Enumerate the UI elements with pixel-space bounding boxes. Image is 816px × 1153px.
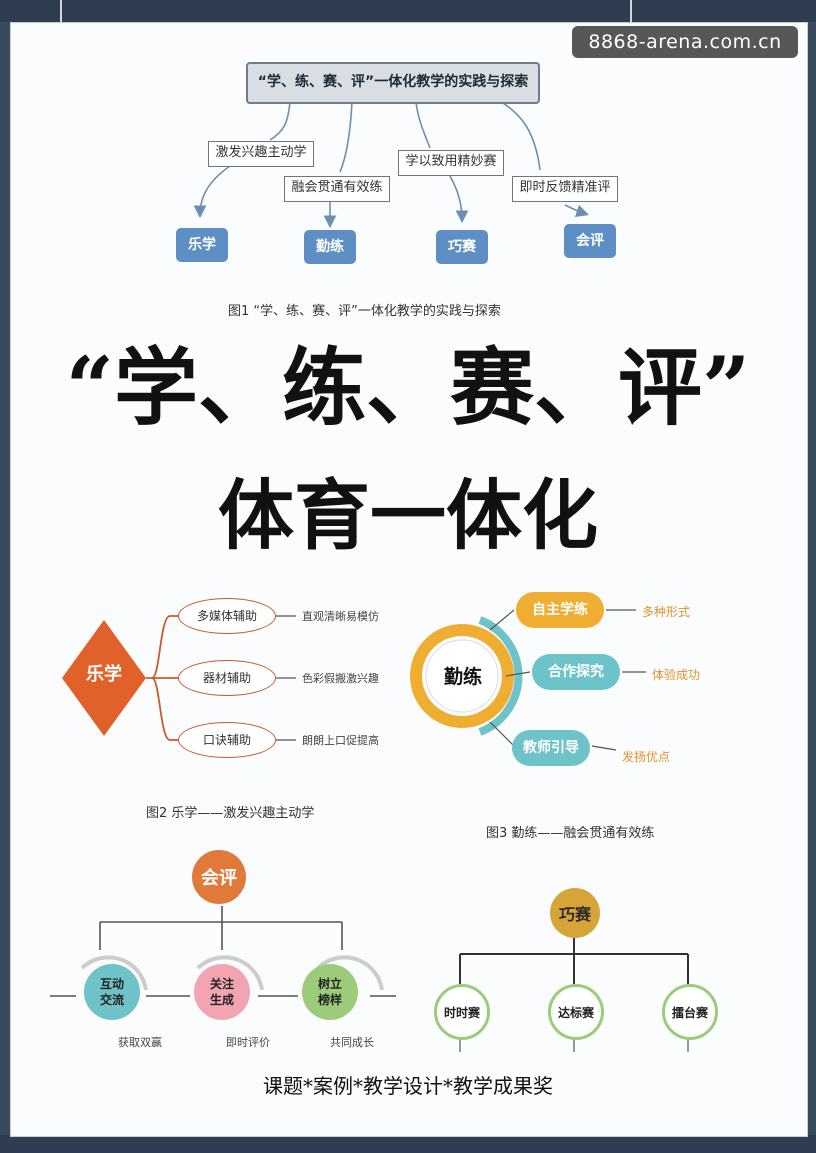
fig2-shapes xyxy=(62,615,296,741)
fig5-shapes xyxy=(459,936,689,1052)
fig4-hub: 会评 xyxy=(192,850,246,904)
fig3-hub-label: 勤练 xyxy=(443,666,482,688)
fig1-box-practice: 融会贯通有效练 xyxy=(284,176,390,202)
fig2-hub-label: 乐学 xyxy=(86,664,122,685)
fig1-box-compete: 学以致用精妙赛 xyxy=(398,150,504,176)
fig4-detail-interact: 获取双赢 xyxy=(118,1036,162,1049)
fig1-title-box: “学、练、赛、评”一体化教学的实践与探索 xyxy=(246,62,540,104)
fig3-caption: 图3 勤练——融会贯通有效练 xyxy=(486,826,655,841)
fig1-pill-practice: 勤练 xyxy=(304,230,356,264)
top-frame-bar xyxy=(0,0,816,22)
fig5-item-anytime: 时时赛 xyxy=(434,984,490,1040)
fig4-detail-focus: 即时评价 xyxy=(226,1036,270,1049)
fig2-detail-mnemonic: 朗朗上口促提高 xyxy=(302,734,379,747)
fig4-hub-label: 会评 xyxy=(201,868,237,889)
fig2-diamond xyxy=(62,620,146,736)
fig1-caption: 图1 “学、练、赛、评”一体化教学的实践与探索 xyxy=(228,304,501,319)
fig5-item-arena: 擂台赛 xyxy=(662,984,718,1040)
fig2-item-mnemonic: 口诀辅助 xyxy=(178,722,276,758)
fig3-item-self-study: 自主学练 xyxy=(516,592,604,628)
footer-tagline: 课题*案例*教学设计*教学成果奖 xyxy=(263,1074,553,1098)
fig2-detail-media: 直观清晰易模仿 xyxy=(302,610,379,623)
fig4-detail-model: 共同成长 xyxy=(330,1036,374,1049)
fig3-detail-cooperate: 体验成功 xyxy=(652,668,701,682)
fig2-item-equipment: 器材辅助 xyxy=(178,660,276,696)
fig3-detail-self-study: 多种形式 xyxy=(642,605,691,619)
fig3-item-cooperate: 合作探究 xyxy=(532,654,620,690)
fig1-pill-evaluate: 会评 xyxy=(564,224,616,258)
fig1-box-interest: 激发兴趣主动学 xyxy=(208,141,314,167)
fig2-detail-equipment: 色彩假搬激兴趣 xyxy=(302,672,379,685)
fig2-caption: 图2 乐学——激发兴趣主动学 xyxy=(146,806,315,821)
fig5-item-anytime-label: 时时赛 xyxy=(443,1005,480,1020)
headline-line2: 体育一体化 xyxy=(218,471,598,560)
frame-divider xyxy=(630,0,632,22)
fig3-shapes xyxy=(410,609,646,751)
watermark-label: 8868-arena.com.cn xyxy=(572,26,798,58)
fig4-shapes xyxy=(50,906,396,997)
poster-page xyxy=(10,22,808,1137)
fig2-item-media: 多媒体辅助 xyxy=(178,598,276,634)
fig5-hub-label: 巧赛 xyxy=(558,905,591,924)
headline-line1: “学、练、赛、评” xyxy=(65,338,751,437)
fig5-item-standard-label: 达标赛 xyxy=(557,1005,594,1020)
fig3-item-teacher: 教师引导 xyxy=(512,730,590,766)
fig1-pill-compete: 巧赛 xyxy=(436,230,488,264)
frame-divider xyxy=(60,0,62,22)
fig4-item-model: 树立 榜样 xyxy=(302,964,358,1020)
fig5-item-arena-label: 擂台赛 xyxy=(671,1005,708,1020)
fig4-item-focus: 关注 生成 xyxy=(194,964,250,1020)
fig1-pill-learn: 乐学 xyxy=(176,228,228,262)
fig4-item-interact: 互动 交流 xyxy=(84,964,140,1020)
fig5-hub: 巧赛 xyxy=(550,888,600,938)
fig1-box-feedback: 即时反馈精准评 xyxy=(512,176,618,202)
fig5-item-standard: 达标赛 xyxy=(548,984,604,1040)
fig3-detail-teacher: 发扬优点 xyxy=(622,750,671,764)
bottom-frame-bar xyxy=(0,1135,816,1153)
